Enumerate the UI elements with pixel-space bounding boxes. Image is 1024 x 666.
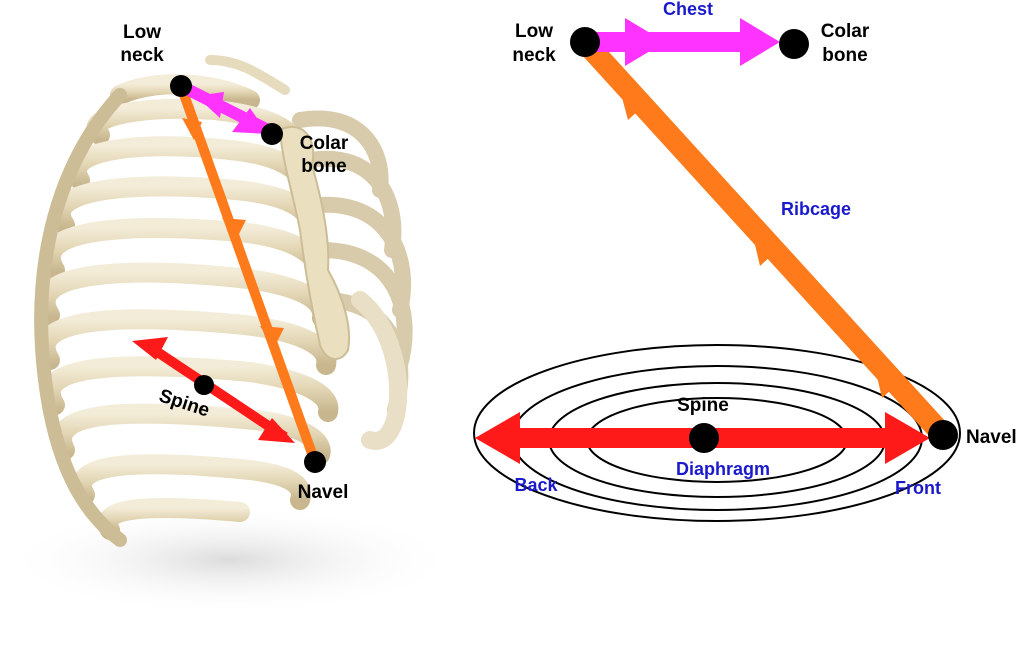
low-neck-point-right [570, 27, 600, 57]
clavicle [205, 55, 290, 95]
chest-arrow-head [740, 18, 780, 66]
front-arrow-head [885, 412, 930, 464]
colar-bone-label-right-line2: bone [822, 45, 867, 66]
diaphragm-label: Diaphragm [676, 459, 770, 479]
spine-arrow-back-left [132, 337, 168, 360]
chest-label: Chest [663, 0, 713, 19]
low-neck-label-right-line2: neck [512, 45, 556, 66]
floor-shadow [0, 505, 460, 615]
navel-point-left [304, 451, 326, 473]
ribcage-arrow-right-1 [620, 90, 648, 120]
ribcage-line-left [176, 84, 320, 464]
spine-label-right: Spine [677, 395, 729, 416]
spine-point-left [194, 375, 214, 395]
colar-bone-point-left [261, 123, 283, 145]
colar-bone-label-left-line1: Colar [300, 133, 349, 154]
low-neck-label-right-line1: Low [515, 21, 553, 42]
spine-line-left [147, 342, 288, 442]
chest-arrow-left-2 [196, 92, 224, 118]
chest-arrow-left [232, 108, 268, 134]
ribcage-arrow-right-2 [752, 232, 782, 266]
low-neck-label-left-line2: neck [120, 45, 164, 66]
cage-contour [34, 88, 127, 547]
ribcage-label: Ribcage [781, 199, 851, 219]
front-label: Front [895, 478, 941, 498]
low-neck-point-left [170, 75, 192, 97]
ribcage-arrow-right-3 [874, 364, 904, 398]
ribcage-arrow-left-1 [182, 118, 202, 140]
spine-point-right [689, 423, 719, 453]
ribcage-arrow-left-2 [222, 218, 246, 240]
chest-arrow-mid [625, 18, 665, 66]
colar-bone-label-right-line1: Colar [821, 21, 870, 42]
colar-bone-point-right [779, 29, 809, 59]
ribcage-arrow-left-3 [260, 326, 284, 348]
ribcage-illustration: Low neck Colar bone Spine Navel [0, 22, 460, 615]
chest-line-right [585, 32, 750, 52]
back-arrow-head [475, 412, 520, 464]
navel-label-left: Navel [298, 482, 349, 503]
back-label: Back [514, 475, 558, 495]
schematic-diagram: Chest Low neck Colar bone Ribcage Spine … [473, 0, 1017, 522]
cartilage [351, 291, 408, 450]
sternum [278, 125, 351, 360]
navel-point-right [928, 420, 958, 450]
colar-bone-label-left-line2: bone [301, 156, 346, 177]
spine-arrow-front-left [258, 418, 295, 443]
low-neck-label-left-line1: Low [123, 22, 161, 43]
navel-label-right: Navel [966, 427, 1017, 448]
